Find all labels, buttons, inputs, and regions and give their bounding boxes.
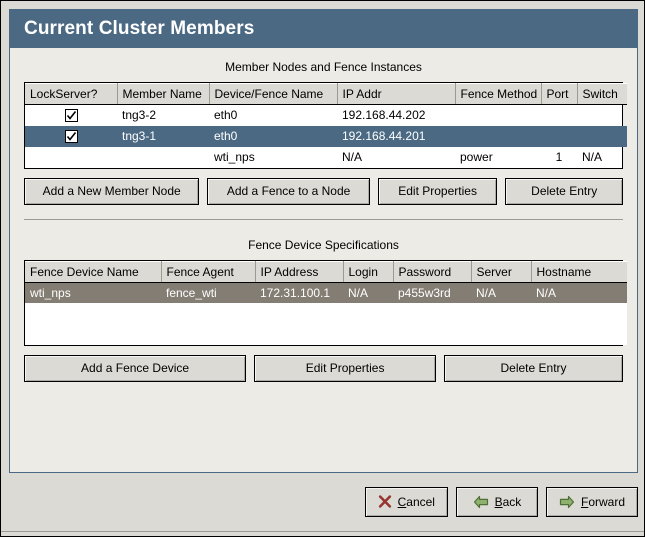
back-label-rest: ack <box>502 495 522 509</box>
fence-method-cell <box>455 105 541 126</box>
dialog-action-area: Cancel Back Forward <box>9 481 638 529</box>
login-cell: N/A <box>343 282 393 303</box>
cancel-mnemonic: C <box>397 495 407 509</box>
fence-method-cell <box>455 125 541 147</box>
lockserver-cell[interactable] <box>25 125 117 147</box>
member-name-cell: tng3-2 <box>122 108 157 123</box>
column-header-port[interactable]: Port <box>541 83 578 105</box>
back-mnemonic: B <box>494 495 503 509</box>
lockserver-checkbox[interactable] <box>64 130 78 144</box>
fence-devices-table: Fence Device Name Fence Agent IP Address… <box>25 260 627 345</box>
table-row[interactable]: tng3-2 eth0 192.168.44.202 <box>25 105 627 126</box>
empty-cell <box>25 303 627 345</box>
ip-addr-cell: N/A <box>342 150 363 164</box>
column-header-hostname[interactable]: Hostname <box>531 260 627 283</box>
section-divider <box>24 218 623 220</box>
window-bottom-strip <box>1 531 644 536</box>
member-section-button-row: Add a New Member Node Add a Fence to a N… <box>24 177 623 205</box>
arrow-right-icon <box>559 495 575 509</box>
add-new-member-node-button[interactable]: Add a New Member Node <box>24 177 200 205</box>
forward-label-rest: orward <box>588 495 625 509</box>
member-name-cell: tng3-1 <box>117 125 209 147</box>
switch-cell <box>577 125 627 147</box>
device-fence-name-cell: eth0 <box>214 108 238 123</box>
member-edit-properties-button[interactable]: Edit Properties <box>377 177 498 205</box>
table-row[interactable]: wti_nps N/A power 1 N/A <box>25 147 627 168</box>
member-table-header-row: LockServer? Member Name Device/Fence Nam… <box>25 83 627 105</box>
fence-delete-entry-button[interactable]: Delete Entry <box>444 355 623 382</box>
device-fence-name-cell: eth0 <box>209 125 337 147</box>
cancel-button-label: Cancel <box>398 495 435 509</box>
ip-addr-cell: 192.168.44.202 <box>342 108 426 123</box>
cancel-x-icon <box>378 495 392 509</box>
lockserver-cell[interactable] <box>25 105 117 126</box>
cancel-label-rest: ancel <box>406 495 435 509</box>
add-fence-to-node-button[interactable]: Add a Fence to a Node <box>207 177 370 205</box>
fence-section-button-row: Add a Fence Device Edit Properties Delet… <box>24 355 623 382</box>
port-cell <box>541 125 577 147</box>
column-header-password[interactable]: Password <box>393 260 472 283</box>
member-name-cell <box>117 147 209 168</box>
back-button-label: Back <box>495 495 522 509</box>
panel-body: Member Nodes and Fence Instances <box>10 48 637 472</box>
fence-devices-table-frame: Fence Device Name Fence Agent IP Address… <box>24 259 627 346</box>
column-header-ip-addr[interactable]: IP Addr <box>337 83 456 105</box>
forward-button[interactable]: Forward <box>545 487 638 517</box>
column-header-member-name[interactable]: Member Name <box>117 83 210 105</box>
member-nodes-table: LockServer? Member Name Device/Fence Nam… <box>25 83 627 168</box>
member-section-caption: Member Nodes and Fence Instances <box>225 60 422 74</box>
switch-cell <box>577 105 627 126</box>
member-nodes-table-frame: LockServer? Member Name Device/Fence Nam… <box>24 82 627 169</box>
ip-addr-cell: 192.168.44.201 <box>337 125 455 147</box>
member-delete-entry-button[interactable]: Delete Entry <box>505 177 623 205</box>
table-row[interactable]: wti_nps fence_wti 172.31.100.1 N/A p455w… <box>25 282 627 303</box>
add-fence-device-button[interactable]: Add a Fence Device <box>24 355 247 382</box>
forward-mnemonic: F <box>580 495 589 509</box>
column-header-login[interactable]: Login <box>343 260 394 283</box>
server-cell: N/A <box>471 282 531 303</box>
column-header-lockserver[interactable]: LockServer? <box>25 83 118 105</box>
column-header-fence-agent[interactable]: Fence Agent <box>161 260 256 283</box>
column-header-switch[interactable]: Switch <box>577 83 627 105</box>
fence-method-cell: power <box>460 150 493 164</box>
lockserver-checkbox[interactable] <box>64 109 78 123</box>
ip-address-cell: 172.31.100.1 <box>255 282 343 303</box>
column-header-fence-method[interactable]: Fence Method <box>455 83 542 105</box>
fence-edit-properties-button[interactable]: Edit Properties <box>254 355 437 382</box>
device-fence-name-cell: wti_nps <box>214 150 255 164</box>
druid-content-panel: Current Cluster Members Member Nodes and… <box>9 9 638 473</box>
back-button[interactable]: Back <box>455 487 538 517</box>
forward-button-label: Forward <box>581 495 625 509</box>
fence-device-name-cell: wti_nps <box>25 282 161 303</box>
table-row[interactable]: tng3-1 eth0 192.168.44.201 <box>25 125 627 147</box>
fence-section-caption: Fence Device Specifications <box>248 237 399 252</box>
navigation-buttons: Cancel Back Forward <box>364 487 638 517</box>
lockserver-cell <box>25 147 117 168</box>
column-header-device-fence-name[interactable]: Device/Fence Name <box>209 83 338 105</box>
hostname-cell: N/A <box>531 282 627 303</box>
cancel-button[interactable]: Cancel <box>364 487 448 517</box>
column-header-server[interactable]: Server <box>471 260 532 283</box>
password-cell: p455w3rd <box>393 282 471 303</box>
arrow-left-icon <box>473 495 489 509</box>
fence-agent-cell: fence_wti <box>161 282 255 303</box>
switch-cell: N/A <box>582 150 603 164</box>
port-cell <box>541 105 577 126</box>
page-title: Current Cluster Members <box>24 18 255 39</box>
column-header-ip-address[interactable]: IP Address <box>255 260 344 283</box>
window-titlebar: Current Cluster Members <box>10 10 637 48</box>
table-empty-space <box>25 303 627 345</box>
port-cell: 1 <box>555 150 563 164</box>
fence-table-header-row: Fence Device Name Fence Agent IP Address… <box>25 260 627 283</box>
column-header-fence-device-name[interactable]: Fence Device Name <box>25 260 162 283</box>
